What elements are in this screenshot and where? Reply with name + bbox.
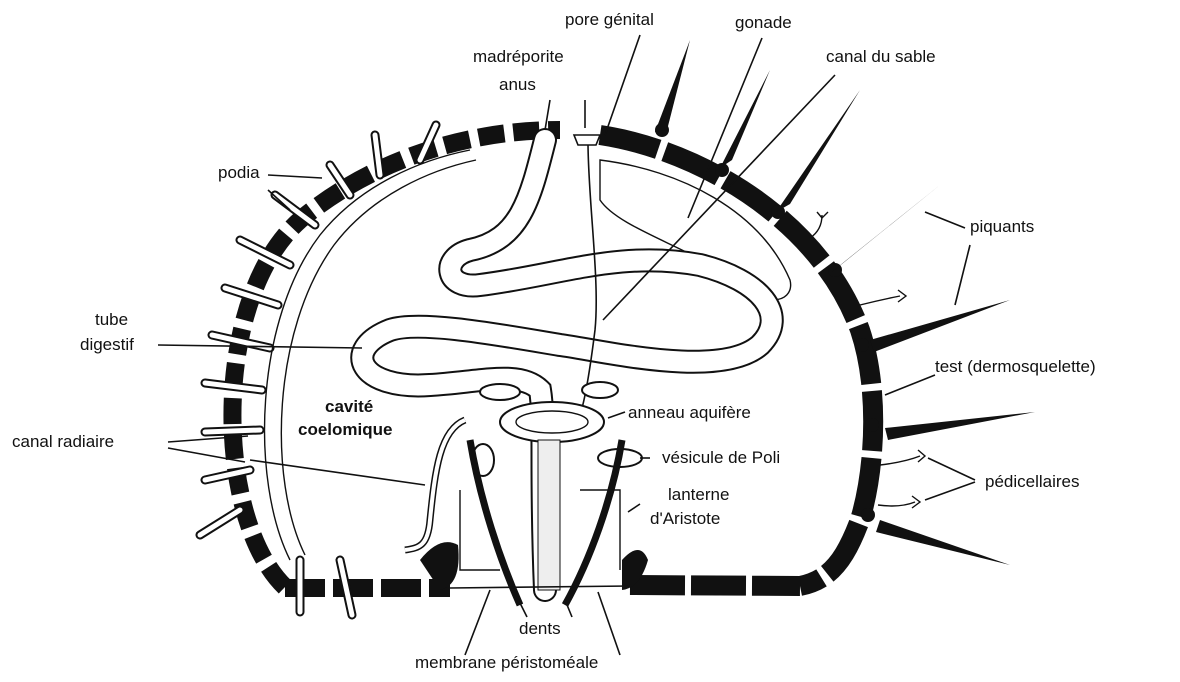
label-d-aristote: d'Aristote (650, 509, 720, 528)
label-lanterne: lanterne (668, 485, 729, 504)
gonad (600, 160, 791, 300)
label-pore-genital: pore génital (565, 10, 654, 29)
label-dents: dents (519, 619, 561, 638)
label-canal-du-sable: canal du sable (826, 47, 936, 66)
label-piquants: piquants (970, 217, 1034, 236)
radial-canal (405, 420, 465, 550)
label-vesicule-de-poli: vésicule de Poli (662, 448, 780, 467)
label-cavite: cavité (325, 397, 373, 416)
label-anneau-aquifere: anneau aquifère (628, 403, 751, 422)
label-membrane-peristomeale: membrane péristoméale (415, 653, 598, 672)
label-anus: anus (499, 75, 536, 94)
label-digestif: digestif (80, 335, 134, 354)
label-gonade: gonade (735, 13, 792, 32)
label-canal-radiaire: canal radiaire (12, 432, 114, 451)
label-podia: podia (218, 163, 260, 182)
label-madreporite: madréporite (473, 47, 564, 66)
peristomial-membrane (450, 586, 630, 588)
label-test: test (dermosquelette) (935, 357, 1096, 376)
label-pedicellaires: pédicellaires (985, 472, 1080, 491)
madreporite-plate (574, 135, 600, 145)
label-tube: tube (95, 310, 128, 329)
label-coelomique: coelomique (298, 420, 392, 439)
